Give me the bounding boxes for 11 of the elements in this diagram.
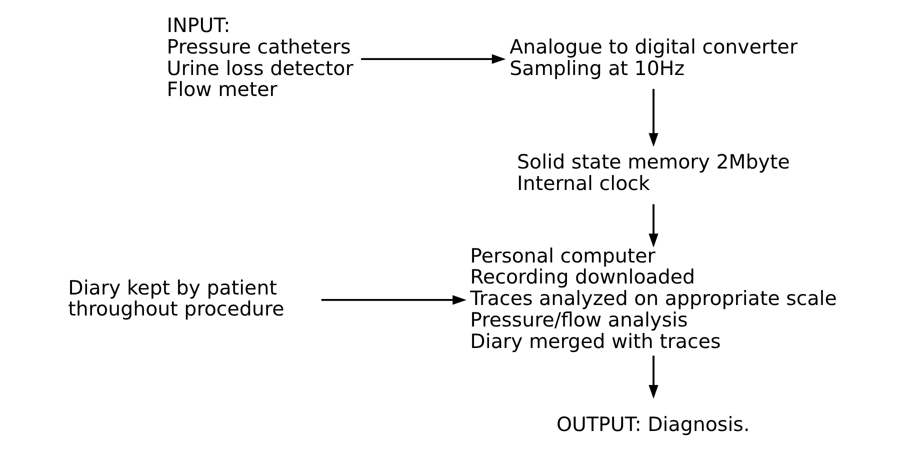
arrow [320,295,466,305]
node-text: Diary kept by patient throughout procedure [68,276,284,321]
arrow [648,88,658,147]
node-text: Analogue to digital converter Sampling at 10Hz [509,35,798,80]
node-text: Personal computer Recording downloaded Traces analyzed on appropriate scale Pressure/flow analysis Diary merged with traces [470,244,836,353]
node-text: INPUT: Pressure catheters Urine loss detector Flow meter [166,14,353,102]
arrow [648,204,658,248]
arrow [360,54,506,64]
node-text: OUTPUT: Diagnosis. [556,412,750,436]
node-text: Solid state memory 2Mbyte Internal clock [516,150,790,195]
arrow [648,356,658,399]
